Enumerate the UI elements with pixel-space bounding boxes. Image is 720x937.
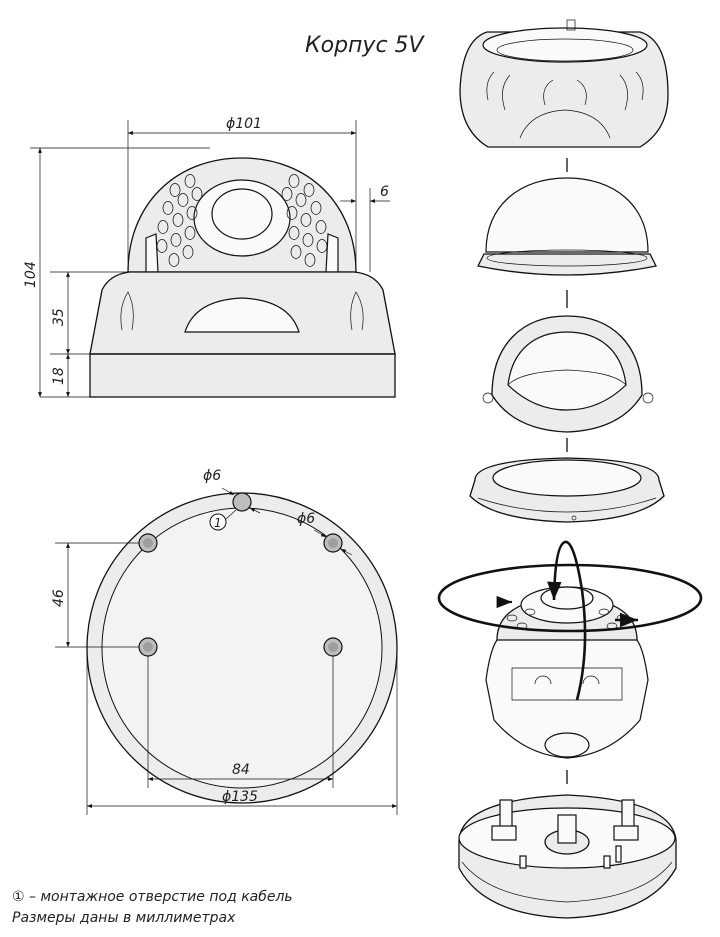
note-line-1: ① – монтажное отверстие под кабель <box>12 889 293 905</box>
dim-cover-height: 35 <box>51 308 67 326</box>
dim-hole-diameter-1: ϕ6 <box>203 468 221 484</box>
lens-inner <box>211 188 273 240</box>
cover-slot-right <box>350 291 364 331</box>
dim-base-diameter: ϕ135 <box>222 789 258 805</box>
exploded-base <box>458 794 677 919</box>
drawing-title: Корпус 5V <box>305 33 426 58</box>
clip-left <box>145 233 159 273</box>
base-body <box>89 353 396 398</box>
sun-shield <box>459 19 669 148</box>
dim-vertical-spacing: 46 <box>51 589 67 607</box>
hole-marker-circle <box>209 513 227 531</box>
note-line-2: Размеры даны в миллиметрах <box>12 910 236 926</box>
dim-base-height: 18 <box>51 367 67 385</box>
dim-flange-offset: 6 <box>380 184 389 200</box>
camera-module <box>485 586 649 759</box>
bottom-view: 1 ϕ6 ϕ6 46 84 ϕ135 <box>51 468 398 815</box>
flange-ring <box>469 457 665 523</box>
cable-hole <box>232 492 252 512</box>
clear-dome <box>477 177 657 276</box>
dim-dome-diameter: ϕ101 <box>226 116 262 132</box>
side-view: ϕ101 6 104 35 18 <box>23 116 396 398</box>
cover-slot-left <box>120 291 134 331</box>
vent-holes-right <box>281 174 328 267</box>
dim-horizontal-spacing: 84 <box>232 762 250 778</box>
exploded-view <box>437 19 703 919</box>
clip-right <box>325 233 339 273</box>
hole-marker-number: 1 <box>214 516 222 530</box>
tilt-rotation-arrow <box>547 540 587 701</box>
dim-total-height: 104 <box>23 261 39 288</box>
cover-notch <box>184 297 300 333</box>
dim-hole-diameter-2: ϕ6 <box>297 511 315 527</box>
pan-rotation-ring <box>437 563 703 633</box>
inner-cover <box>482 315 654 433</box>
vent-holes-left <box>156 174 203 267</box>
